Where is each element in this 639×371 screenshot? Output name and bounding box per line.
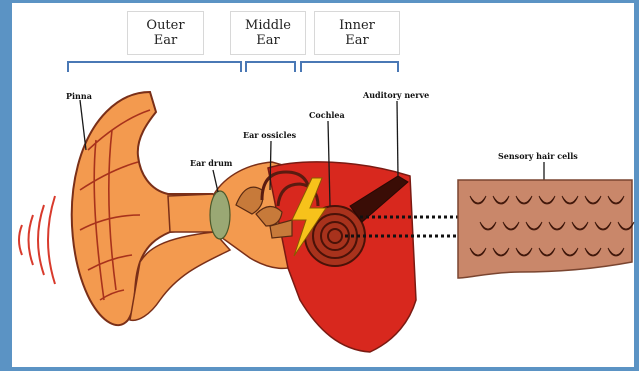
ear-canal	[168, 194, 214, 232]
ear-drum-label: Ear drum	[190, 158, 232, 168]
ear-ossicles-label: Ear ossicles	[243, 130, 296, 140]
auditory-nerve-label: Auditory nerve	[363, 90, 429, 100]
outer-ear-bracket	[68, 62, 241, 72]
inner-ear-bracket	[301, 62, 398, 72]
cochlea-label: Cochlea	[309, 110, 345, 120]
section-brackets	[68, 62, 398, 72]
sound-waves-icon	[19, 196, 55, 284]
ear-drum	[210, 191, 230, 239]
pinna-label: Pinna	[66, 91, 92, 101]
sensory-hair-cell-panel	[458, 180, 634, 278]
sensory-hair-cells-label: Sensory hair cells	[498, 151, 578, 161]
middle-ear-bracket	[246, 62, 295, 72]
